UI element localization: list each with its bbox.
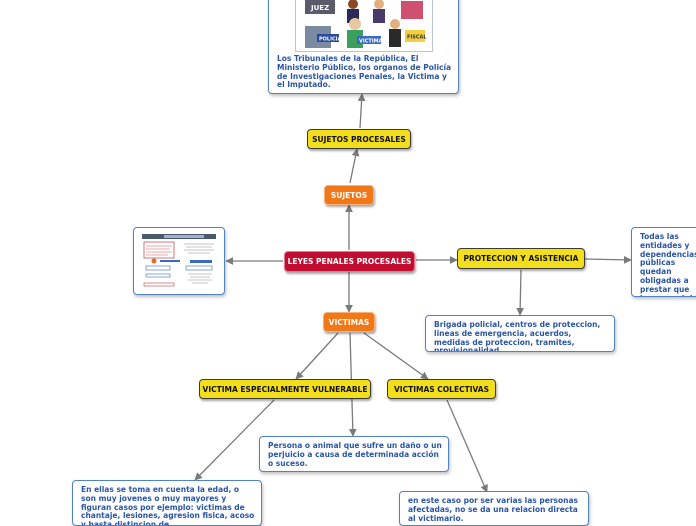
victima-especialmente-vulnerable-label: VICTIMA ESPECIALMENTE VULNERABLE [202, 384, 368, 394]
proteccion-note: Brigada policial, centros de proteccion,… [425, 315, 615, 352]
proteccion-y-asistencia-label: PROTECCION Y ASISTENCIA [463, 254, 579, 263]
victima-definicion-note-text: Persona o animal que sufre un daño o un … [268, 441, 442, 468]
connector-victimas-vulnerable [295, 332, 339, 380]
colectivas-note: en este caso por ser varias las personas… [399, 491, 589, 526]
proteccion-y-asistencia-node[interactable]: PROTECCION Y ASISTENCIA [457, 248, 585, 269]
colectivas-note-text: en este caso por ser varias las personas… [408, 496, 578, 523]
connector-proteccion-side-note [584, 255, 632, 264]
victimas-node[interactable]: VICTIMAS [323, 312, 375, 332]
proteccion-note-text: Brigada policial, centros de proteccion,… [434, 320, 601, 352]
image-label-fiscal: FISCAL [407, 35, 427, 41]
victima-especialmente-vulnerable-node[interactable]: VICTIMA ESPECIALMENTE VULNERABLE [199, 379, 371, 399]
sujetos-procesales-note-text: Los Tribunales de la República, El Minis… [277, 54, 452, 90]
image-label-policia: POLICIA [319, 37, 341, 43]
image-label-juez: JUEZ [310, 4, 329, 12]
connector-vulnerable-note [194, 399, 275, 481]
leyes-penales-procesales-label: LEYES PENALES PROCESALES [287, 257, 412, 266]
proteccion-side-note-text: Todas las entidades y dependencias públi… [640, 232, 696, 296]
proteccion-side-note: Todas las entidades y dependencias públi… [631, 227, 696, 297]
victima-definicion-note: Persona o animal que sufre un daño o un … [259, 436, 449, 472]
vulnerable-note-text: En ellas se toma en cuenta la edad, o so… [81, 485, 255, 526]
connector-proteccion-note [516, 269, 525, 316]
sujetos-procesales-image: JUEZ POLICIA VICTIMA FISCAL [295, 0, 433, 52]
leyes-penales-procesales-node[interactable]: LEYES PENALES PROCESALES [284, 251, 415, 272]
sujetos-node[interactable]: SUJETOS [324, 185, 374, 205]
victimas-label: VICTIMAS [328, 317, 370, 327]
victimas-colectivas-node[interactable]: VICTIMAS COLECTIVAS [387, 379, 496, 399]
connector-colectivas-note [446, 399, 488, 493]
victimas-colectivas-label: VICTIMAS COLECTIVAS [394, 384, 489, 394]
connector-victimas-colectivas [363, 332, 429, 380]
sujetos-procesales-node[interactable]: SUJETOS PROCESALES [307, 129, 411, 149]
connector-sujetos-sujetos-procesales [349, 148, 360, 184]
image-label-victima: VICTIMA [359, 39, 383, 45]
connector-sujetos-procesales-note [357, 93, 366, 129]
leyes-image-card [133, 227, 225, 295]
vulnerable-note: En ellas se toma en cuenta la edad, o so… [72, 480, 262, 526]
sujetos-label: SUJETOS [330, 190, 368, 200]
leyes-image-graphic [142, 234, 216, 287]
sujetos-procesales-label: SUJETOS PROCESALES [312, 134, 406, 144]
